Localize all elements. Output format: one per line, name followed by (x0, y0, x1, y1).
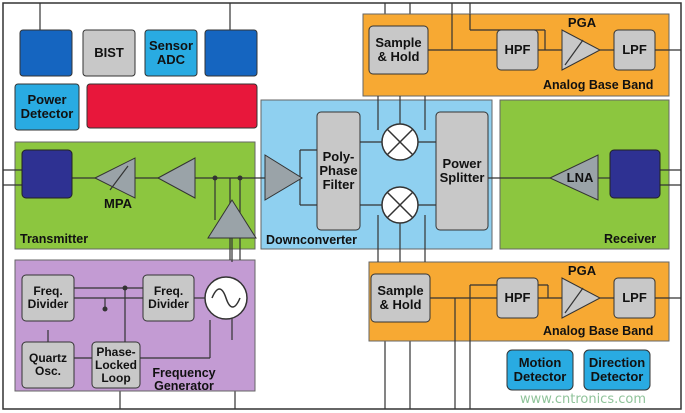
lpf-bottom-label: LPF (622, 290, 647, 305)
pga-top-amplifier (561, 29, 602, 71)
junction-dots (102, 175, 243, 312)
power-splitter-label: Power Splitter (439, 156, 485, 185)
quartz-osc-block (21, 341, 75, 389)
lo-buffer-amplifier (207, 199, 257, 239)
abb-top-label: Analog Base Band (543, 78, 654, 92)
power-detector-label: Power Detector (20, 92, 74, 121)
pga-top-label: PGA (567, 15, 597, 30)
pga-top-arrow (564, 39, 584, 66)
power-splitter-block (435, 111, 489, 231)
pga-bottom-arrow (564, 287, 584, 314)
poly-phase-filter-label: Poly- Phase Filter (319, 149, 358, 192)
freq-divider-1-block (21, 274, 75, 322)
quartz-osc-label: Quartz Osc. (28, 351, 67, 378)
pll-block (91, 341, 141, 389)
bist-label: BIST (94, 45, 124, 60)
sensor-adc-block (144, 29, 198, 77)
mpa-variable-arrow (109, 165, 129, 191)
freq-divider-2-block (142, 274, 195, 322)
mpa-label: MPA (104, 196, 132, 211)
downconverter-input-amplifier (264, 154, 303, 201)
vco-oscillator (204, 276, 248, 320)
sample-hold-bottom-label: Sample & Hold (377, 283, 424, 312)
lna-label: LNA (566, 170, 594, 185)
hpf-bottom-label: HPF (504, 290, 531, 305)
tx-amplifier (156, 157, 196, 199)
mixer-bottom (381, 186, 419, 224)
direction-detector-block (583, 349, 651, 391)
mixer-top (381, 123, 419, 161)
sample-hold-top-label: Sample & Hold (375, 35, 422, 64)
bist-block (82, 29, 136, 77)
blue-block-2 (204, 29, 258, 77)
pga-bottom-amplifier (561, 277, 602, 319)
hpf-top-label: HPF (504, 42, 531, 57)
frequency-generator-label: Frequency Generator (152, 366, 216, 393)
motion-detector-label: Motion Detector (513, 355, 567, 384)
lpf-top-block (613, 29, 656, 71)
freq-divider-1-label: Freq. Divider (27, 284, 69, 311)
direction-detector-label: Direction Detector (588, 355, 646, 384)
sensor-adc-label: Sensor ADC (148, 38, 194, 67)
pll-label: Phase- Locked Loop (94, 344, 137, 385)
receiver-label: Receiver (604, 232, 657, 246)
motion-detector-block (506, 349, 574, 391)
transmitter-chip (21, 149, 73, 199)
lpf-bottom-block (613, 277, 656, 319)
watermark: www.cntronics.com (520, 392, 647, 407)
red-block (86, 83, 258, 129)
sample-hold-bottom-block (370, 273, 431, 323)
lna-amplifier (548, 154, 599, 201)
power-detector-block (14, 83, 80, 131)
mpa-amplifier (93, 157, 136, 199)
hpf-bottom-block (496, 277, 539, 319)
blue-block-1 (19, 29, 73, 77)
poly-phase-filter-block (316, 111, 361, 231)
receiver-chip (609, 149, 661, 199)
lpf-top-label: LPF (622, 42, 647, 57)
pga-bottom-label: PGA (567, 263, 597, 278)
downconverter-label: Downconverter (266, 233, 357, 247)
hpf-top-block (496, 29, 539, 71)
transmitter-label: Transmitter (20, 232, 89, 246)
abb-bottom-label: Analog Base Band (543, 324, 654, 338)
sample-hold-top-block (368, 25, 429, 75)
freq-divider-2-label: Freq. Divider (148, 284, 189, 311)
